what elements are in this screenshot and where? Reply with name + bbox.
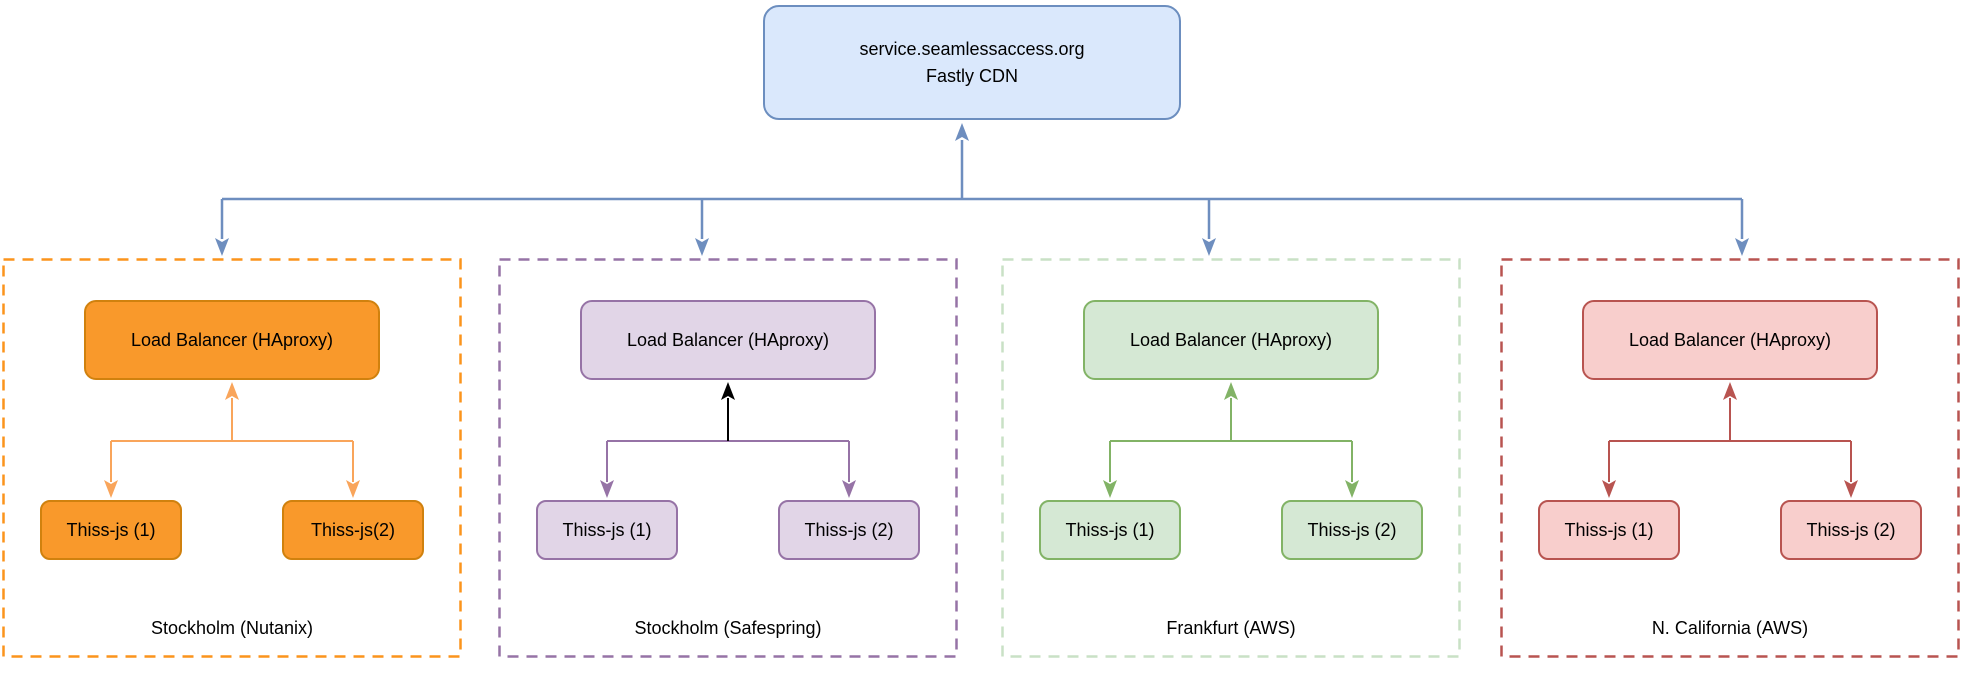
region-n-california-aws: Load Balancer (HAproxy) Thiss-js (1) Thi… bbox=[1500, 258, 1960, 658]
region-stockholm-nutanix: Load Balancer (HAproxy) Thiss-js (1) Thi… bbox=[2, 258, 462, 658]
arrowhead-up-to-lb bbox=[721, 382, 735, 400]
thiss-js-1-box: Thiss-js (1) bbox=[1039, 500, 1181, 560]
region-label: N. California (AWS) bbox=[1651, 618, 1809, 638]
region-label: Stockholm (Safespring) bbox=[634, 618, 822, 638]
arrowhead-up-to-lb bbox=[225, 382, 239, 400]
thiss-js-1-box: Thiss-js (1) bbox=[1538, 500, 1680, 560]
cdn-box: service.seamlessaccess.org Fastly CDN bbox=[763, 5, 1181, 120]
region-stockholm-safespring: Load Balancer (HAproxy) Thiss-js (1) Thi… bbox=[498, 258, 958, 658]
load-balancer-box: Load Balancer (HAproxy) bbox=[1083, 300, 1379, 380]
arrowhead-down-thiss-1 bbox=[104, 480, 118, 498]
arrowhead-down-thiss-1 bbox=[1602, 480, 1616, 498]
thiss-js-2-box: Thiss-js (2) bbox=[778, 500, 920, 560]
arrowhead-up-to-lb bbox=[1224, 382, 1238, 400]
region-label: Stockholm (Nutanix) bbox=[150, 618, 314, 638]
thiss-js-2-box: Thiss-js(2) bbox=[282, 500, 424, 560]
arrowhead-down-region-3 bbox=[1202, 238, 1216, 256]
arrowhead-down-thiss-2 bbox=[1345, 480, 1359, 498]
region-label: Frankfurt (AWS) bbox=[1166, 618, 1296, 638]
arrowhead-down-thiss-2 bbox=[842, 480, 856, 498]
thiss-js-2-box: Thiss-js (2) bbox=[1780, 500, 1922, 560]
load-balancer-box: Load Balancer (HAproxy) bbox=[1582, 300, 1878, 380]
thiss-js-2-box: Thiss-js (2) bbox=[1281, 500, 1423, 560]
arrowhead-down-thiss-1 bbox=[600, 480, 614, 498]
arrowhead-down-region-1 bbox=[215, 238, 229, 256]
load-balancer-box: Load Balancer (HAproxy) bbox=[84, 300, 380, 380]
region-frankfurt-aws: Load Balancer (HAproxy) Thiss-js (1) Thi… bbox=[1001, 258, 1461, 658]
cdn-hostname: service.seamlessaccess.org bbox=[859, 38, 1085, 59]
thiss-js-1-box: Thiss-js (1) bbox=[40, 500, 182, 560]
arrowhead-down-region-4 bbox=[1735, 238, 1749, 256]
thiss-js-1-box: Thiss-js (1) bbox=[536, 500, 678, 560]
arrowhead-up-to-cdn bbox=[955, 123, 969, 141]
arrowhead-down-thiss-2 bbox=[1844, 480, 1858, 498]
cdn-provider: Fastly CDN bbox=[925, 65, 1018, 86]
load-balancer-box: Load Balancer (HAproxy) bbox=[580, 300, 876, 380]
arrowhead-up-to-lb bbox=[1723, 382, 1737, 400]
arrowhead-down-thiss-2 bbox=[346, 480, 360, 498]
arrowhead-down-thiss-1 bbox=[1103, 480, 1117, 498]
arrowhead-down-region-2 bbox=[695, 238, 709, 256]
